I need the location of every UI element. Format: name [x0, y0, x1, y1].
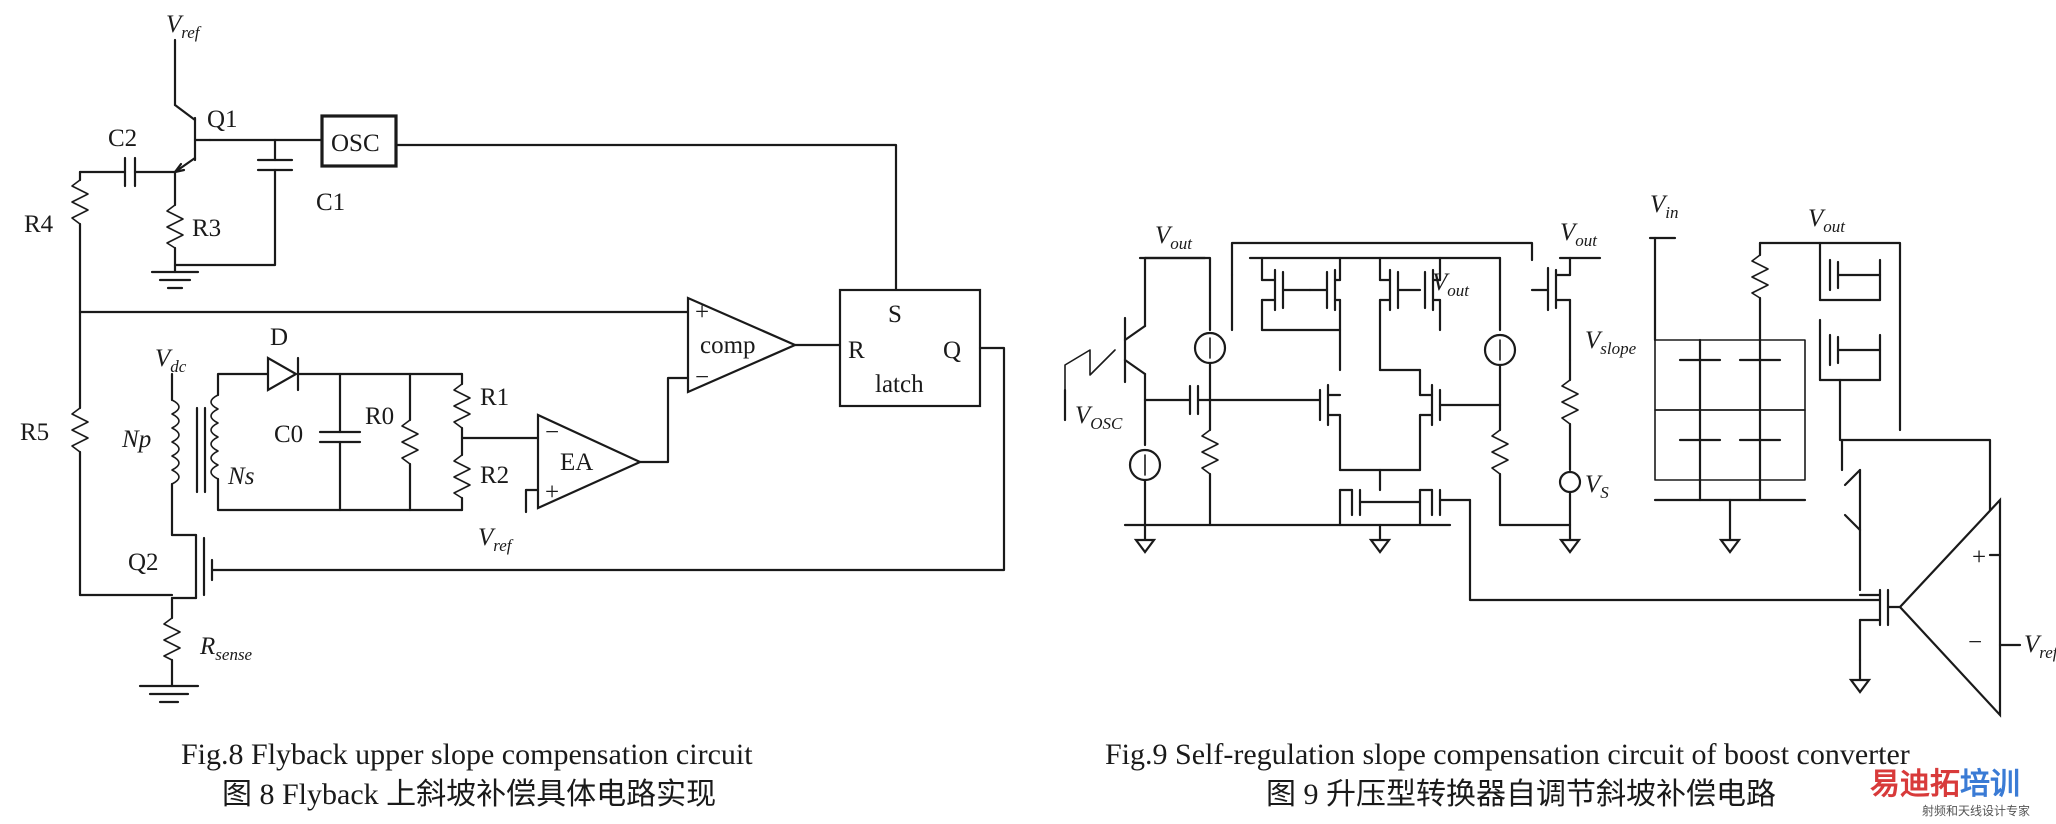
svg-text:+: +: [695, 299, 709, 326]
ground-5: [1848, 678, 1872, 694]
q2-mosfet: [170, 533, 214, 600]
pmos-mirror-bank: [1260, 256, 1442, 372]
q1-transistor: [173, 103, 212, 174]
c0-label: C0: [274, 421, 303, 448]
svg-text:−: −: [545, 419, 559, 446]
feedback-wire: [1468, 498, 1882, 602]
tail-nmos-pair: [1338, 488, 1472, 527]
r5-resistor: [71, 407, 89, 453]
error-amplifier-ea: [536, 413, 643, 510]
diode-label: D: [270, 324, 288, 351]
primary-winding-np: [171, 399, 180, 485]
osc-block: [320, 114, 398, 168]
ground-3: [1558, 538, 1582, 554]
r3-label: R3: [192, 215, 221, 242]
ground-2: [1368, 538, 1392, 554]
fig9-caption-en: Fig.9 Self-regulation slope compensation…: [1105, 738, 1910, 771]
vout-label-3: Vout: [1560, 219, 1598, 250]
vin-label: Vin: [1650, 191, 1679, 222]
r0-label: R0: [365, 403, 394, 430]
vref-ea-label: Vref: [478, 524, 514, 555]
fig9-caption-cn: 图 9 升压型转换器自调节斜坡补偿电路: [1266, 778, 1776, 811]
npn-follower: [1123, 256, 1147, 402]
r2-label: R2: [480, 462, 509, 489]
fig9-boost-schematic: Vout VOSC: [1063, 191, 2056, 718]
right-pmos-stack: [1818, 241, 1882, 382]
ground-4: [1718, 538, 1742, 554]
r1-resistor: [453, 383, 471, 429]
vs-label: VS: [1585, 471, 1609, 502]
vout-label-2: Vout: [1432, 269, 1470, 300]
comparator-comp: [686, 296, 798, 394]
vdc-label: Vdc: [155, 345, 187, 376]
ground-1: [1133, 538, 1157, 554]
comp-label: comp: [700, 332, 756, 359]
output-opamp: [1898, 497, 2002, 718]
diode-d: [266, 356, 299, 392]
vout-label-4: Vout: [1808, 205, 1846, 236]
q1-label: Q1: [207, 106, 238, 133]
vout-label-1: Vout: [1155, 222, 1193, 253]
vosc-label: VOSC: [1075, 402, 1123, 433]
diff-pair: [1318, 368, 1502, 472]
rsense-resistor: [163, 617, 181, 661]
ground-symbol-rsense: [138, 684, 200, 704]
watermark-brand: 易迪拓培训: [1870, 767, 2020, 802]
svg-text:−: −: [695, 364, 709, 391]
vin-mirror-network: [1653, 338, 1807, 502]
latch-q-label: Q: [943, 337, 961, 364]
svg-text:+: +: [1972, 544, 1986, 571]
c1-label: C1: [316, 189, 345, 216]
fig8-flyback-schematic: Vref Q1 C2 R3: [20, 11, 1006, 704]
osc-to-latch-s-wire: [394, 143, 898, 302]
ground-symbol-r3: [150, 270, 200, 290]
secondary-winding-ns: [210, 394, 219, 480]
bias-resistor: [1201, 429, 1219, 475]
gate-drive-wire: [210, 346, 1006, 572]
svg-text:+: +: [545, 479, 559, 506]
latch-s-label: S: [888, 301, 902, 328]
c1-capacitor: [256, 158, 294, 172]
slope-resistor: [1561, 379, 1579, 425]
watermark-logo: 易迪拓培训 射频和天线设计专家: [1870, 767, 2030, 818]
osc-label: OSC: [331, 130, 380, 157]
r1-label: R1: [480, 384, 509, 411]
output-nmos: [1858, 588, 1902, 662]
latch-label: latch: [875, 371, 924, 398]
vosc-sawtooth: [1064, 349, 1116, 391]
fig8-caption-cn: 图 8 Flyback 上斜坡补偿具体电路实现: [222, 778, 716, 811]
sr-latch-block: [838, 288, 982, 408]
vs-source: [1558, 470, 1582, 494]
watermark-tagline: 射频和天线设计专家: [1922, 803, 2030, 818]
vref-top-label: Vref: [166, 11, 202, 42]
r0-resistor: [401, 419, 419, 465]
r3-resistor: [166, 204, 184, 249]
vslope-label: Vslope: [1585, 327, 1637, 358]
svg-text:−: −: [1968, 629, 1982, 656]
c2-capacitor: [78, 156, 177, 188]
r4-resistor: [71, 179, 89, 225]
rsense-label: Rsense: [199, 633, 253, 664]
np-label: Np: [121, 426, 151, 453]
ea-label: EA: [560, 449, 593, 476]
r5-label: R5: [20, 419, 49, 446]
ns-label: Ns: [227, 463, 254, 490]
fig8-caption-en: Fig.8 Flyback upper slope compensation c…: [181, 738, 753, 771]
c2-label: C2: [108, 125, 137, 152]
latch-r-label: R: [848, 337, 865, 364]
q2-label: Q2: [128, 549, 159, 576]
r4-label: R4: [24, 211, 54, 238]
r2-resistor: [453, 454, 471, 499]
vin-divider-resistor: [1751, 254, 1769, 299]
vref-label-fig9: Vref: [2024, 631, 2056, 662]
